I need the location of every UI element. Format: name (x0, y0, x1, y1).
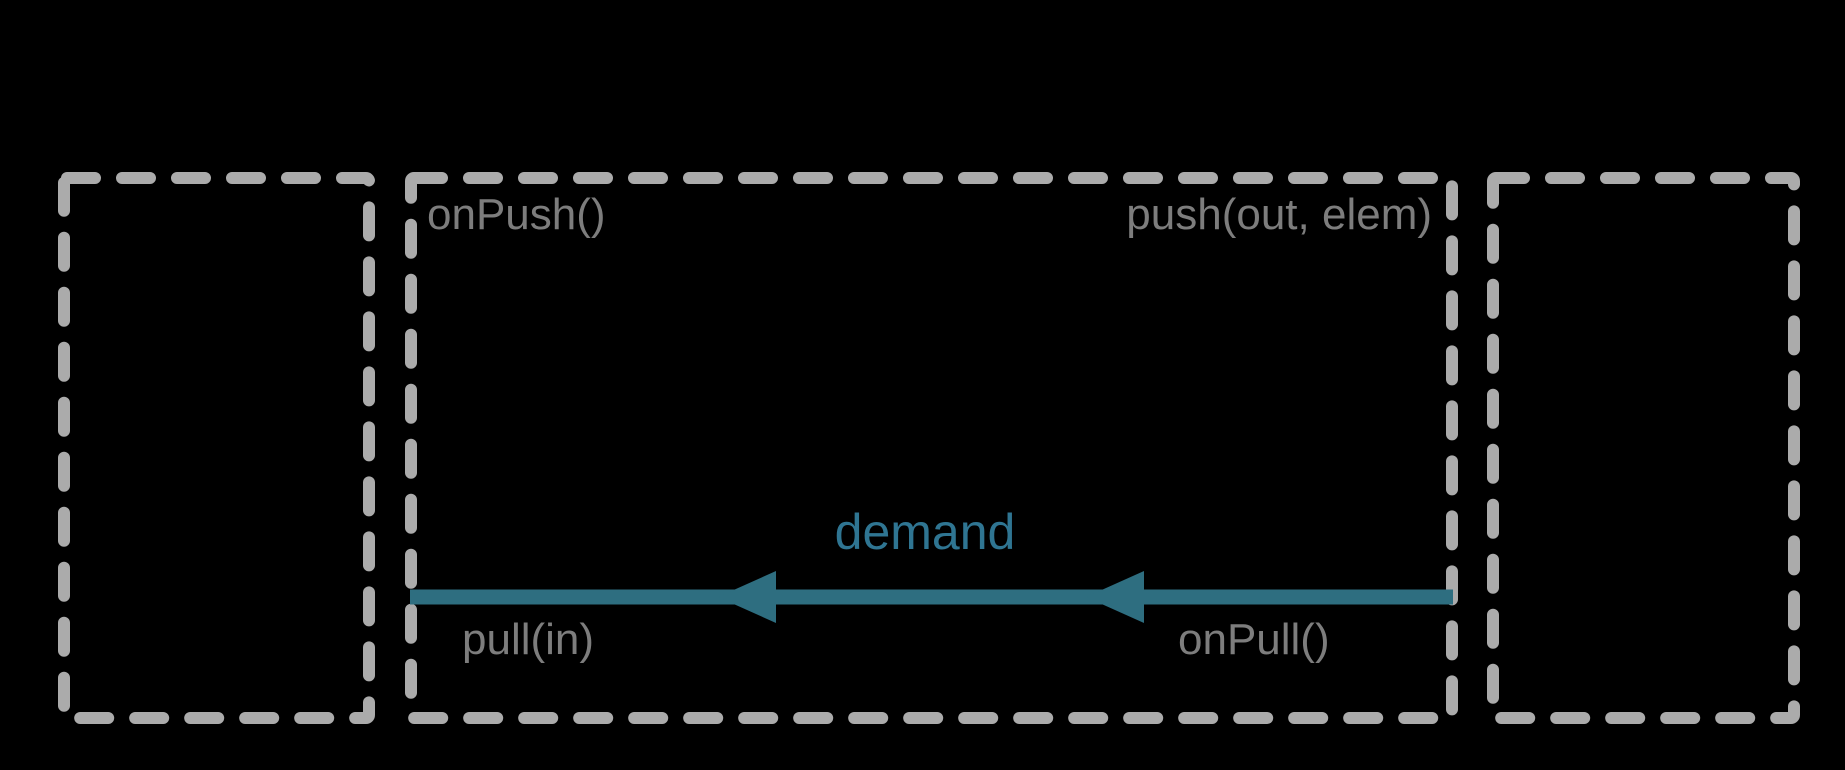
demand-label: demand (834, 504, 1016, 560)
pull-label: pull(in) (462, 615, 595, 664)
downstream-stage-box (1487, 172, 1800, 724)
upstream-stage-box (58, 172, 375, 724)
demand-arrowhead-left-icon (718, 571, 776, 623)
onpull-label: onPull() (1178, 615, 1330, 664)
onpush-label: onPush() (427, 190, 606, 239)
demand-arrowhead-right-icon (1086, 571, 1144, 623)
push-label: push(out, elem) (1126, 190, 1432, 239)
custom-stage-box (405, 172, 1458, 724)
